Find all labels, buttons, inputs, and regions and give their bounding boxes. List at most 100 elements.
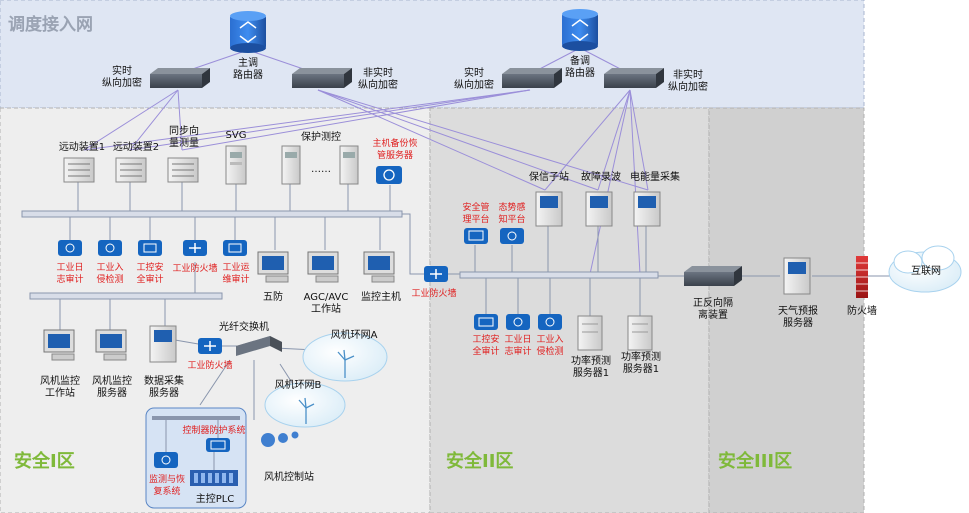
power-forecast-server-2 bbox=[627, 315, 653, 351]
ids-appliance bbox=[98, 240, 122, 256]
power-forecast-1-label: 功率预测 服务器1 bbox=[571, 356, 611, 379]
internet-label: 互联网 bbox=[911, 266, 941, 277]
ctrl-protect-label: 控制器防护系统 bbox=[182, 426, 246, 436]
sec-mgmt-label: 安全管 理平台 bbox=[462, 203, 490, 225]
rt-encryptor-2-label: 实时 纵向加密 bbox=[454, 68, 494, 91]
firewall-a-appliance bbox=[183, 240, 207, 256]
backup-recovery-device bbox=[376, 166, 402, 184]
data-collect-label: 数据采集 服务器 bbox=[144, 376, 184, 399]
isolation-device bbox=[684, 266, 742, 286]
wt-monitor-workstation bbox=[43, 329, 75, 361]
rtu-1 bbox=[63, 157, 95, 183]
weather-server bbox=[783, 257, 811, 295]
svg-label: SVG bbox=[225, 130, 247, 141]
situation-appliance bbox=[500, 228, 524, 244]
monitor-host-label: 监控主机 bbox=[361, 292, 401, 303]
energy-collect-label: 电能量采集 bbox=[630, 172, 680, 183]
energy-collect-server bbox=[633, 191, 661, 227]
rtu-2-label: 远动装置2 bbox=[112, 142, 160, 153]
data-collect-server bbox=[149, 325, 177, 363]
weather-label: 天气预报 服务器 bbox=[778, 306, 818, 329]
log-audit-label: 工业日 志审计 bbox=[56, 263, 84, 285]
sec-mgmt-appliance bbox=[464, 228, 488, 244]
main-router-label: 主调 路由器 bbox=[233, 58, 263, 81]
zone2-ids-label: 工业入 侵检测 bbox=[536, 335, 564, 357]
connection-lines bbox=[83, 47, 649, 275]
bubble-dots bbox=[261, 431, 299, 447]
zone2-title: 安全II区 bbox=[446, 451, 514, 472]
zone3-title: 安全III区 bbox=[718, 451, 793, 472]
plc-bus bbox=[152, 416, 240, 420]
wufang-label: 五防 bbox=[263, 292, 283, 303]
wufang-workstation bbox=[257, 251, 289, 283]
rt-encryptor-2 bbox=[502, 68, 562, 88]
nrt-encryptor-2 bbox=[604, 68, 664, 88]
rtu-1-label: 远动装置1 bbox=[58, 142, 106, 153]
main-router bbox=[230, 11, 266, 53]
log-audit-appliance bbox=[58, 240, 82, 256]
agc-avc-workstation bbox=[307, 251, 339, 283]
firewall-b-appliance bbox=[424, 266, 448, 282]
protection-cabinet-2 bbox=[339, 145, 359, 185]
svg-cabinet bbox=[225, 145, 247, 185]
ids-label: 工业入 侵检测 bbox=[96, 263, 124, 285]
zone2-bus bbox=[459, 271, 659, 279]
zone2-ics-audit-appliance bbox=[474, 314, 498, 330]
zone1-lower-bus bbox=[29, 292, 223, 300]
situation-label: 态势感 知平台 bbox=[498, 203, 526, 225]
rtu-2 bbox=[115, 157, 147, 183]
ctrl-protect-appliance bbox=[206, 438, 230, 452]
relay-substation-label: 保信子站 bbox=[529, 172, 569, 183]
fault-record-label: 故障录波 bbox=[581, 172, 621, 183]
monitor-recovery-appliance bbox=[154, 452, 178, 468]
internet-cloud bbox=[888, 245, 962, 293]
firewall-b-label: 工业防火墙 bbox=[411, 289, 457, 299]
fiber-switch-device bbox=[236, 336, 282, 356]
zone2-ids-appliance bbox=[538, 314, 562, 330]
wt-monitor-server bbox=[95, 329, 127, 361]
firewall-c-appliance bbox=[198, 338, 222, 354]
zone1-title: 安全I区 bbox=[14, 451, 75, 472]
relay-substation-server bbox=[535, 191, 563, 227]
fault-record-server bbox=[585, 191, 613, 227]
rt-encryptor-1 bbox=[150, 68, 210, 88]
wt-control-station-label: 风机控制站 bbox=[264, 472, 314, 483]
zone1-main-bus bbox=[21, 210, 403, 218]
agc-avc-label: AGC/AVC 工作站 bbox=[303, 292, 349, 315]
dispatch-zone bbox=[0, 0, 865, 109]
ring-b-label: 风机环网B bbox=[274, 380, 322, 391]
monitor-recovery-label: 监测与恢 复系统 bbox=[148, 475, 185, 497]
ics-audit-label: 工控安 全审计 bbox=[136, 263, 164, 285]
backup-router-label: 备调 路由器 bbox=[565, 56, 595, 79]
pmu-device bbox=[167, 157, 199, 183]
wind-turbine-icon bbox=[298, 349, 355, 424]
nrt-encryptor-1 bbox=[292, 68, 352, 88]
power-forecast-2-label: 功率预测 服务器1 bbox=[621, 352, 661, 375]
zone2-ics-audit-label: 工控安 全审计 bbox=[472, 335, 500, 357]
nrt-encryptor-1-label: 非实时 纵向加密 bbox=[358, 68, 398, 91]
monitor-host-workstation bbox=[363, 251, 395, 283]
nrt-encryptor-2-label: 非实时 纵向加密 bbox=[668, 70, 708, 93]
backup-router bbox=[562, 9, 598, 51]
device-drop-lines bbox=[59, 182, 890, 420]
ring-b-cloud bbox=[264, 382, 346, 428]
dispatch-zone-title: 调度接入网 bbox=[8, 15, 93, 35]
main-plc-device bbox=[190, 470, 238, 486]
main-plc-label: 主控PLC bbox=[195, 494, 235, 505]
rt-encryptor-1-label: 实时 纵向加密 bbox=[102, 66, 142, 89]
zone3-area bbox=[708, 107, 865, 513]
zone2-log-audit-appliance bbox=[506, 314, 530, 330]
isolation-label: 正反向隔 离装置 bbox=[693, 298, 733, 321]
zone2-log-audit-label: 工业日 志审计 bbox=[504, 335, 532, 357]
protection-cabinet-1 bbox=[281, 145, 301, 185]
wt-monitor-srv-label: 风机监控 服务器 bbox=[92, 376, 132, 399]
pmu-label: 同步向 量测量 bbox=[169, 126, 199, 149]
ops-audit-appliance bbox=[223, 240, 247, 256]
wt-monitor-ws-label: 风机监控 工作站 bbox=[40, 376, 80, 399]
ring-a-label: 风机环网A bbox=[330, 330, 378, 341]
ics-audit-appliance bbox=[138, 240, 162, 256]
power-forecast-server-1 bbox=[577, 315, 603, 351]
firewall-wall bbox=[856, 256, 868, 298]
